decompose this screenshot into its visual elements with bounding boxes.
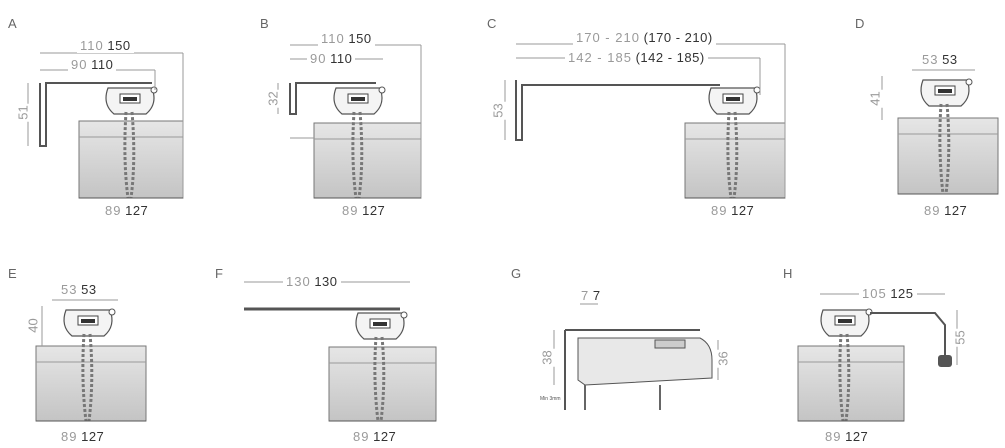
panel-e-label: E [8,266,18,281]
panel-g-note: Min 3mm [540,396,561,402]
panel-f-bottom-dimension: 89 127 [350,430,400,444]
panel-a-second-dimension: 90 110 [68,58,117,72]
panel-e-bottom-dimension: 89 127 [58,430,108,444]
panel-f-label: F [215,266,224,281]
panel-b-second-dimension: 90 110 [307,52,356,66]
panel-a-side-dimension: 51 [15,103,31,122]
panel-a-label: A [8,16,18,31]
panel-a-top-dimension: 110 150 [77,39,134,53]
panel-c-drawing [504,43,786,199]
panel-g-label: G [511,266,522,281]
panel-c-bottom-dimension: 89 127 [708,204,758,218]
panel-e-top-dimension: 53 53 [58,283,100,297]
panel-b-drawing [277,44,422,199]
panel-b-label: B [260,16,270,31]
panel-a-bottom-dimension: 89 127 [102,204,152,218]
panel-c-top-dimension: 170 - 210 (170 - 210) [573,31,716,45]
panel-f-drawing [244,281,437,422]
panel-d-top-dimension: 53 53 [919,53,961,67]
panel-b-top-dimension: 110 150 [318,32,375,46]
panel-b-side-dimension: 32 [265,89,281,108]
panel-d-side-dimension: 41 [867,89,883,108]
panel-d-bottom-dimension: 89 127 [921,204,971,218]
panel-e-drawing [35,299,147,422]
panel-c-label: C [487,16,497,31]
panel-c-side-dimension: 53 [490,101,506,120]
panel-b-bottom-dimension: 89 127 [339,204,389,218]
panel-d-label: D [855,16,865,31]
panel-f-top-dimension: 130 130 [283,275,341,289]
panel-h-label: H [783,266,793,281]
panel-g-top-dimension: 7 7 [578,289,604,303]
panel-e-side-dimension: 40 [25,316,41,335]
panel-c-second-dimension: 142 - 185 (142 - 185) [565,51,708,65]
panel-h-top-dimension: 105 125 [859,287,917,301]
panel-h-side-dimension: 55 [952,328,968,347]
panel-g-right-dimension: 36 [715,349,731,368]
panel-a-drawing [27,52,184,199]
panel-g-drawing [553,303,719,410]
panel-d-drawing [881,69,999,195]
panel-g-side-dimension: 38 [539,348,555,367]
panel-h-bottom-dimension: 89 127 [822,430,872,444]
panel-h-drawing [797,293,958,422]
